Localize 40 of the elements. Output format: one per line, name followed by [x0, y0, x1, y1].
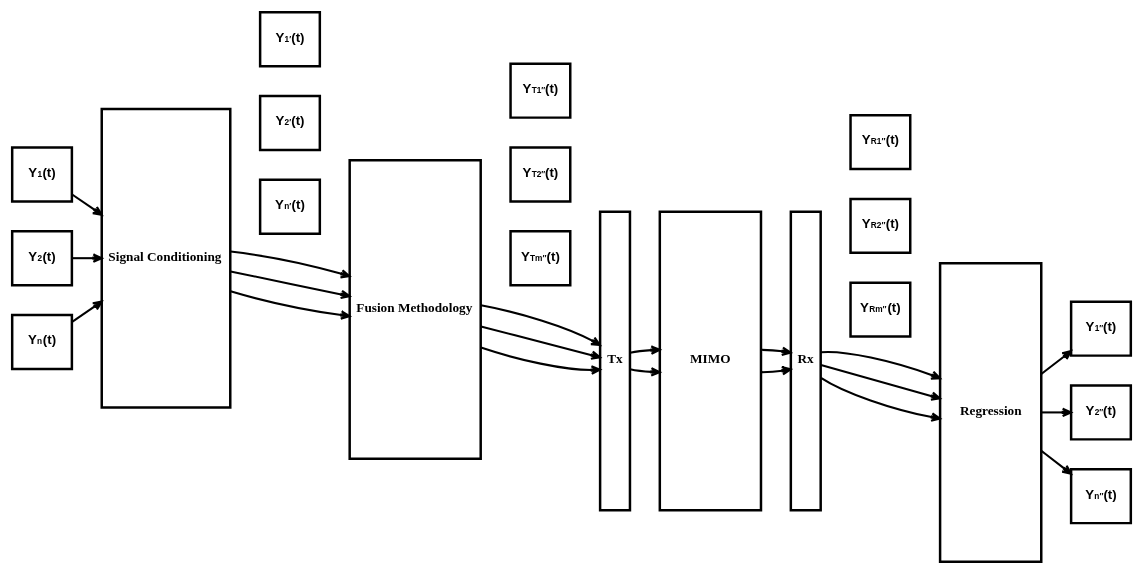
node-box: Yn(t): [10, 313, 74, 370]
node-box: Y2(t): [10, 229, 74, 286]
node-box: YR2″(t): [849, 197, 912, 254]
arrow: [1040, 449, 1073, 475]
arrow: [480, 303, 601, 346]
arrow: [72, 252, 103, 263]
arrow: [761, 365, 792, 375]
node-box: Y1′(t): [258, 10, 322, 67]
node-box: Rx: [789, 210, 822, 511]
node-box: YR1″(t): [849, 113, 912, 170]
node-box: Y1(t): [10, 145, 74, 203]
arrow: [480, 346, 601, 375]
arrow: [1041, 407, 1073, 417]
node-box: Fusion Methodology: [348, 158, 482, 460]
node-box: Y2′(t): [258, 94, 322, 151]
arrow: [1040, 349, 1073, 375]
node-box: YT1″(t): [509, 62, 572, 119]
node-box: YRm″(t): [849, 280, 912, 338]
node-box: Yn″(t): [1069, 467, 1133, 524]
arrow: [629, 344, 661, 355]
arrow: [820, 363, 942, 401]
arrow: [820, 376, 942, 422]
arrow: [820, 350, 942, 380]
node-box: YTm″(t): [509, 229, 572, 286]
arrow: [230, 289, 351, 320]
arrow: [629, 366, 661, 377]
node-box: Signal Conditioning: [100, 107, 232, 409]
arrow: [761, 346, 792, 356]
node-box: Y1″(t): [1069, 299, 1133, 357]
arrow: [71, 300, 103, 323]
arrow: [230, 269, 351, 299]
node-box: Yn′(t): [258, 178, 322, 235]
node-box: YT2″(t): [509, 145, 572, 203]
node-box: Regression: [938, 261, 1043, 563]
arrow: [71, 193, 103, 216]
arrow: [480, 324, 601, 360]
node-box: Y2″(t): [1069, 383, 1133, 441]
arrow: [230, 250, 351, 278]
node-box: MIMO: [658, 210, 763, 511]
node-box: Tx: [598, 210, 632, 511]
